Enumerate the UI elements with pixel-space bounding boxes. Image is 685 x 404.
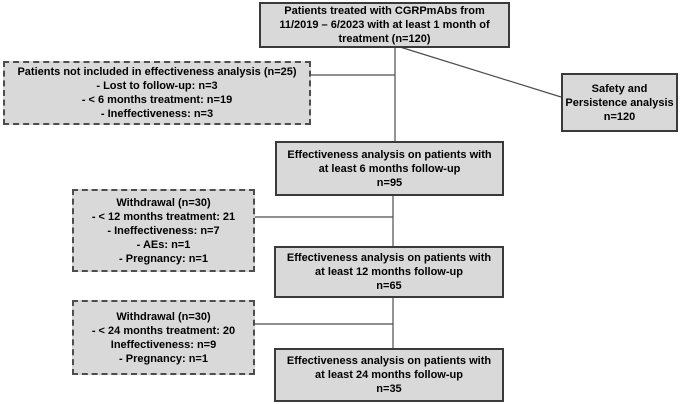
eff12-line-3: n=65 [376, 280, 402, 292]
eff24-line-2: at least 24 months follow-up [315, 369, 463, 381]
eff6-line-1: Effectiveness analysis on patients with [287, 148, 492, 161]
box-excluded-patients: Patients not included in effectiveness a… [3, 61, 311, 125]
enrolled-line-3: treatment (n=120) [338, 33, 431, 45]
box-safety-persistence: Safety and Persistence analysis n=120 [561, 73, 678, 132]
box-effectiveness-12-months: Effectiveness analysis on patients with … [274, 246, 504, 298]
box-effectiveness-24-months: Effectiveness analysis on patients with … [274, 348, 504, 402]
safety-line-2: Persistence analysis [565, 96, 674, 109]
excluded-line-2: - Lost to follow-up: n=3 [96, 80, 218, 92]
withdrawal12-line-1: Withdrawal (n=30) [116, 196, 211, 209]
withdrawal12-line-3: - Ineffectiveness: n=7 [107, 224, 220, 237]
box-withdrawal-12-months: Withdrawal (n=30) - < 12 months treatmen… [72, 189, 255, 272]
enrolled-line-2: 11/2019 – 6/2023 with at least 1 month o… [279, 19, 490, 31]
safety-line-1: Safety and [591, 82, 648, 95]
box-withdrawal-24-months: Withdrawal (n=30) - < 24 months treatmen… [72, 300, 255, 375]
enrolled-line-1: Patients treated with CGRPmAbs from [284, 5, 485, 17]
excluded-line-4: - Ineffectiveness: n=3 [100, 108, 214, 120]
eff12-line-2: at least 12 months follow-up [315, 266, 463, 278]
box-enrolled-patients: Patients treated with CGRPmAbs from 11/2… [259, 2, 510, 48]
withdrawal12-line-2: - < 12 months treatment: 21 [91, 210, 236, 223]
excluded-line-3: - < 6 months treatment: n=19 [81, 94, 233, 106]
eff24-line-3: n=35 [376, 383, 402, 395]
line-enrolled-to-safety [399, 46, 562, 98]
withdrawal12-line-5: - Pregnancy: n=1 [119, 252, 208, 265]
safety-line-3: n=120 [603, 110, 636, 123]
withdrawal24-line-4: - Pregnancy: n=1 [119, 352, 208, 365]
eff12-line-1: Effectiveness analysis on patients with [286, 252, 492, 264]
withdrawal24-line-2: - < 24 months treatment: 20 [91, 324, 236, 337]
eff24-line-1: Effectiveness analysis on patients with [286, 355, 492, 367]
excluded-line-1: Patients not included in effectiveness a… [17, 66, 297, 78]
box-effectiveness-6-months: Effectiveness analysis on patients with … [275, 141, 504, 196]
withdrawal24-line-1: Withdrawal (n=30) [116, 310, 211, 323]
eff6-line-3: n=95 [376, 176, 403, 189]
eff6-line-2: at least 6 months follow-up [318, 162, 461, 175]
withdrawal12-line-4: - AEs: n=1 [136, 238, 191, 251]
withdrawal24-line-3: Ineffectiveness: n=9 [110, 338, 217, 351]
